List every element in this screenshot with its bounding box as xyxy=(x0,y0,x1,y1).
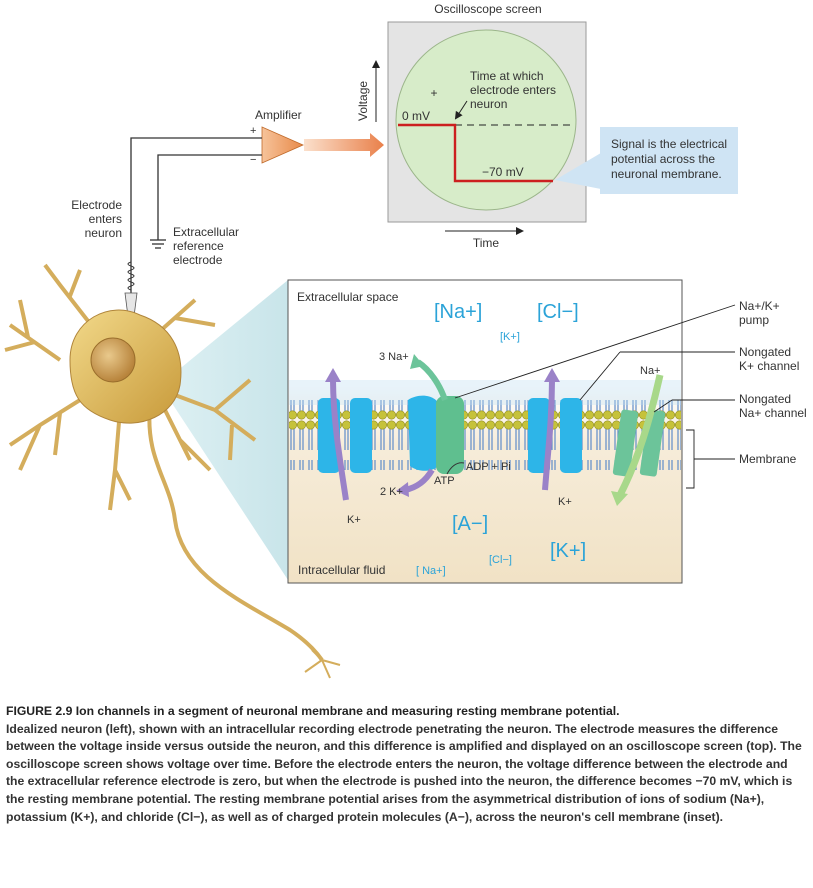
na-inside-label: [ Na+] xyxy=(416,565,446,577)
voltage-axis-label: Voltage xyxy=(356,81,370,121)
k-left-label: K+ xyxy=(347,514,361,526)
electrode-label-3: neuron xyxy=(85,226,122,240)
two-k-label: 2 K+ xyxy=(380,486,403,498)
pump-label-1: Na+/K+ xyxy=(739,299,780,313)
reference-wire xyxy=(157,154,262,240)
three-na-label: 3 Na+ xyxy=(379,351,409,363)
plus-sign: + xyxy=(430,86,437,100)
atp-label: ATP xyxy=(434,475,455,487)
k-channel-label-1: Nongated xyxy=(739,345,791,359)
k-right-label: K+ xyxy=(558,496,572,508)
reference-label-2: reference xyxy=(173,239,224,253)
figure-caption: FIGURE 2.9 Ion channels in a segment of … xyxy=(6,703,806,826)
neuron-illustration xyxy=(4,263,341,679)
reference-label-1: Extracellular xyxy=(173,225,239,239)
oscilloscope-title: Oscilloscope screen xyxy=(434,2,541,16)
annotation-line-3: neuron xyxy=(470,97,507,111)
na-outside-label: [Na+] xyxy=(434,301,482,323)
amplifier-symbol xyxy=(261,126,304,164)
na-channel xyxy=(612,409,639,477)
na-channel-leader-line xyxy=(653,399,673,413)
atp-arrow xyxy=(446,462,465,475)
callout-pointer xyxy=(555,150,606,190)
membrane-bracket xyxy=(686,429,735,489)
na-channel-label-1: Nongated xyxy=(739,392,791,406)
na-right-label: Na+ xyxy=(640,365,661,377)
membrane-top-tint xyxy=(289,380,681,405)
annotation-arrow xyxy=(454,100,468,120)
minus-70-label: −70 mV xyxy=(482,165,524,179)
k-channel-label-2: K+ channel xyxy=(739,359,799,373)
k-out-arrow-left xyxy=(330,377,349,501)
callout-line-1: Signal is the electrical xyxy=(611,137,727,151)
electrode-label-2: enters xyxy=(89,212,122,226)
zero-mv-label: 0 mV xyxy=(402,109,430,123)
signal-arrow xyxy=(304,133,384,157)
magnification-cone xyxy=(160,280,288,580)
extracellular-space-label: Extracellular space xyxy=(297,290,399,304)
oscilloscope-screen xyxy=(395,29,577,211)
na-channel-label-2: Na+ channel xyxy=(739,406,807,420)
k-inside-label: [K+] xyxy=(550,540,586,562)
amplifier-plus: + xyxy=(250,125,256,137)
k-channel-leader-line xyxy=(579,351,621,401)
electrode-label-1: Electrode xyxy=(71,198,122,212)
intracellular-fluid-label: Intracellular fluid xyxy=(298,563,385,577)
pump-leader-line xyxy=(454,304,736,399)
reference-label-3: electrode xyxy=(173,253,223,267)
membrane-label: Membrane xyxy=(739,452,797,466)
cl-inside-label: [Cl−] xyxy=(489,554,512,566)
a-inside-label: [A−] xyxy=(452,513,488,535)
voltage-trace xyxy=(398,123,553,183)
electrode-coil-icon xyxy=(127,261,135,291)
k-out-arrow-right xyxy=(542,377,555,491)
k-channel-right xyxy=(528,398,550,473)
adp-label: ADP + Pi xyxy=(466,461,511,473)
amplifier-label: Amplifier xyxy=(255,108,302,122)
callout-line-3: neuronal membrane. xyxy=(611,167,722,181)
k-outside-label: [K+] xyxy=(500,331,520,343)
caption-title: FIGURE 2.9 Ion channels in a segment of … xyxy=(6,704,620,718)
pump-label-2: pump xyxy=(739,313,769,327)
annotation-line-1: Time at which xyxy=(470,69,544,83)
callout-line-2: potential across the xyxy=(611,152,715,166)
caption-body: Idealized neuron (left), shown with an i… xyxy=(6,721,802,824)
time-axis-label: Time xyxy=(473,236,500,250)
electrode-wire xyxy=(130,137,262,305)
cl-outside-label: [Cl−] xyxy=(537,301,579,323)
amplifier-minus: − xyxy=(250,154,256,166)
callout-box xyxy=(600,127,738,194)
annotation-line-2: electrode enters xyxy=(470,83,556,97)
na-in-arrow xyxy=(616,374,664,497)
figure-diagram: Oscilloscope screen + 0 mV −70 mV Time a… xyxy=(4,2,807,679)
na-k-pump xyxy=(408,395,440,471)
